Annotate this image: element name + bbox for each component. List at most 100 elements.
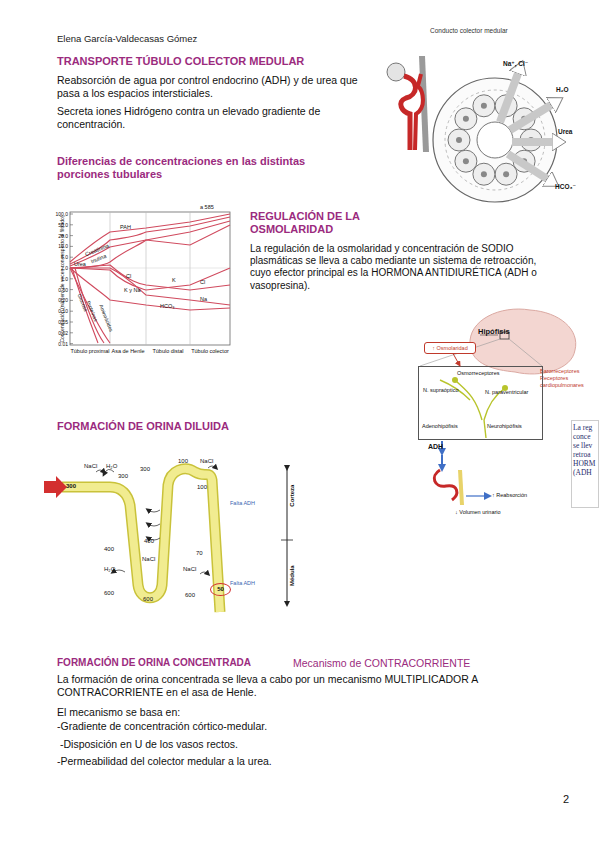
collecting-duct-illustration-part: [401, 76, 416, 150]
text-label: 300: [66, 483, 84, 490]
text-label: 10.0: [48, 243, 68, 249]
connector-arrow: [453, 354, 460, 366]
adh-regulation-illustration-part: [434, 470, 456, 500]
text-label: Elena García-Valdecasas Gómez: [57, 33, 357, 45]
node-text: N. paraventricular: [485, 389, 528, 396]
hypothalamus-box: Osmorreceptores N. supraóptico N. paravent…: [418, 366, 543, 440]
adh-regulation-illustration-part-part: [484, 420, 486, 438]
diluted-urine-nephron-part-part: [96, 470, 104, 472]
adh-regulation-illustration-part: [509, 339, 542, 366]
adh-regulation-illustration-part: [441, 455, 443, 468]
text-label: H₂O: [104, 566, 122, 573]
diluted-urine-nephron-part: [287, 468, 288, 604]
text-label: 0.10: [48, 308, 68, 314]
collecting-duct-illustration-part: [512, 138, 558, 146]
text-label: La formación de orina concentrada se lle…: [57, 673, 537, 699]
text-label: 2.0: [48, 265, 68, 271]
text-label: NaCl: [142, 556, 162, 563]
clipped-text-box: La reg conce se llev retroa HORM (ADH: [571, 420, 599, 508]
diluted-urine-nephron-part-part: [148, 510, 160, 512]
text-label: 5.0: [48, 254, 68, 260]
text-label: 0.05: [48, 319, 68, 325]
collecting-duct-illustration-part: [481, 171, 487, 177]
text-label: Concentración (número de veces con respe…: [59, 209, 65, 349]
text-label: 100: [178, 458, 196, 465]
text-label: 400: [104, 546, 122, 553]
collecting-duct-illustration-part: [455, 150, 477, 172]
collecting-duct-illustration-part: [503, 171, 509, 177]
collecting-duct-illustration-part: [500, 68, 520, 122]
text-label: Falta ADH: [230, 580, 270, 587]
text-label: Cl: [126, 273, 138, 280]
node-text: 50: [211, 586, 230, 593]
diluted-urine-nephron-part: [62, 469, 220, 612]
text-label: 0.02: [48, 330, 68, 336]
text-label: FORMACIÓN DE ORINA CONCENTRADA: [57, 657, 293, 669]
diluted-urine-nephron-part-part: [208, 466, 216, 468]
text-label: HCO₃⁻: [555, 183, 585, 191]
concentration-chart-part: [70, 212, 230, 345]
text-label: -Gradiente de concentración córtico-medu…: [57, 720, 457, 733]
text-label: K y Na: [124, 287, 149, 294]
collecting-duct-illustration-part: [495, 163, 517, 185]
collecting-duct-illustration-part: [456, 137, 462, 143]
concentration-chart-part-part: [72, 268, 98, 343]
collecting-duct-illustration-part: [508, 154, 552, 182]
adh-regulation-illustration-part: [460, 470, 462, 505]
node-text: ↑ Osmolaridad: [425, 345, 475, 352]
concentration-chart-part: [70, 214, 73, 344]
text-label: 2: [563, 793, 583, 806]
collecting-duct-illustration-part: [473, 95, 495, 117]
node-text: Osmorreceptores: [457, 370, 500, 377]
text-label: Corteza: [289, 471, 296, 521]
concentration-chart-part-part: [70, 268, 230, 310]
collecting-duct-illustration-part: [473, 163, 495, 185]
text-label: 600: [143, 596, 161, 603]
text-label: ↓ Volumen urinario: [455, 509, 515, 516]
collecting-duct-illustration-part: [415, 74, 423, 150]
text-label: 0.20: [48, 297, 68, 303]
collecting-duct-illustration-part: [448, 129, 470, 151]
collecting-duct-illustration-part: [433, 78, 557, 202]
text-label: Túbulo distal: [148, 348, 188, 355]
diluted-urine-nephron-part: [62, 469, 220, 612]
diluted-urine-nephron-part: [281, 540, 293, 541]
diluted-urine-nephron: [44, 466, 293, 612]
text-label: Médula: [289, 551, 296, 601]
text-label: ADH: [428, 443, 448, 452]
text-label: NaCl: [183, 566, 203, 573]
adh-regulation-illustration-part: [466, 495, 488, 496]
text-label: Urea: [558, 128, 588, 136]
node-text: Adenohipófisis: [422, 423, 458, 430]
collecting-duct-illustration-part: [455, 108, 477, 130]
text-label: K: [172, 277, 182, 284]
concentration-chart-part-part: [70, 265, 230, 290]
text-label: a 585: [200, 204, 230, 211]
concentration-chart-part-part: [70, 268, 230, 305]
text-label: NaCl: [200, 458, 220, 465]
text-label: Cl: [200, 279, 210, 286]
text-label: Mecanismo de CONTRACORRIENTE: [293, 657, 513, 670]
text-label: Conducto colector medular: [430, 27, 580, 35]
text-label: H₂O: [106, 463, 124, 470]
text-label: -Disposición en U de los vasos rectos.: [60, 738, 460, 751]
concentration-chart-part: [70, 214, 230, 343]
text-label: Reabsorción de agua por control endocrin…: [57, 74, 362, 100]
collecting-duct-illustration-part: [477, 122, 513, 158]
text-label: El mecanismo se basa en:: [57, 706, 357, 719]
text-label: Urea: [74, 261, 94, 268]
collecting-duct-illustration: [387, 56, 558, 202]
text-label: Receptores cardiopulmonares: [540, 375, 595, 388]
value-circle: 50: [210, 583, 231, 596]
text-label: H₂O: [556, 86, 586, 94]
text-label: Túbulo colector: [190, 348, 230, 355]
text-label: REGULACIÓN DE LA OSMOLARIDAD: [250, 210, 400, 237]
diluted-urine-nephron-part: [96, 466, 216, 574]
diluted-urine-nephron-part-part: [148, 524, 160, 526]
node-text: N. supraóptico: [423, 387, 458, 394]
diluted-urine-nephron-part-part: [200, 572, 208, 574]
text-label: 1.0: [48, 276, 68, 282]
status-box: ↑ Osmolaridad: [424, 342, 476, 354]
adh-regulation-illustration: [420, 309, 576, 505]
